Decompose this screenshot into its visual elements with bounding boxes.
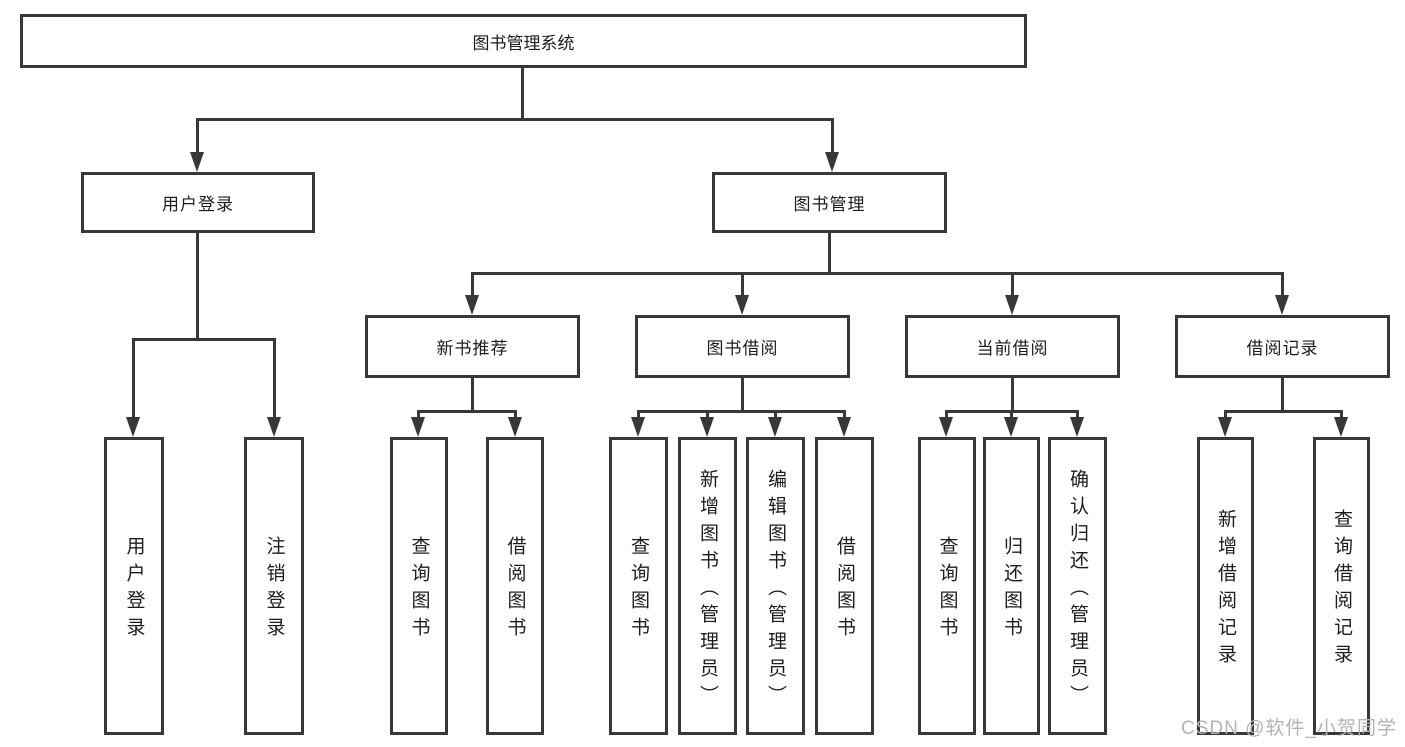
connector-line <box>1281 272 1284 298</box>
node-label: 用户登录 <box>162 195 234 214</box>
connector-line <box>1076 410 1079 422</box>
arrow-down <box>126 417 140 437</box>
node-label: 编辑图书（管理员） <box>765 468 786 712</box>
arrow-down <box>190 152 204 172</box>
arrow-down <box>825 152 839 172</box>
arrow-down <box>1275 295 1289 315</box>
connector-line <box>706 410 709 422</box>
connector-line <box>196 118 199 156</box>
connector-line <box>774 410 777 422</box>
arrow-down <box>1218 417 1232 437</box>
node-label: 归还图书 <box>1001 536 1022 644</box>
node-current-borrow: 当前借阅 <box>905 315 1120 378</box>
leaf-add-books-admin: 新增图书（管理员） <box>678 437 737 735</box>
connector-line <box>831 118 834 156</box>
node-book-borrow: 图书借阅 <box>635 315 850 378</box>
leaf-add-borrow-record: 新增借阅记录 <box>1197 437 1254 735</box>
arrow-down <box>735 295 749 315</box>
arrow-down <box>1334 417 1348 437</box>
arrow-down <box>508 417 522 437</box>
arrow-down <box>1005 295 1019 315</box>
node-label: 新增借阅记录 <box>1215 509 1236 671</box>
node-root-system: 图书管理系统 <box>20 14 1027 68</box>
connector-line <box>741 378 744 413</box>
connector-line <box>132 338 276 341</box>
arrow-down <box>1070 417 1084 437</box>
connector-line <box>521 68 524 121</box>
node-label: 借阅图书 <box>834 536 855 644</box>
connector-line <box>1011 272 1014 298</box>
node-label: 新增图书（管理员） <box>697 468 718 712</box>
arrow-down <box>465 295 479 315</box>
arrow-down <box>631 417 645 437</box>
node-label: 新书推荐 <box>436 339 509 358</box>
arrow-down <box>837 417 851 437</box>
node-label: 用户登录 <box>123 536 145 644</box>
leaf-edit-books-admin: 编辑图书（管理员） <box>746 437 805 735</box>
connector-line <box>196 118 834 121</box>
node-label: 查询图书 <box>408 536 430 644</box>
arrow-down <box>267 417 281 437</box>
node-label: 借阅图书 <box>504 536 526 644</box>
connector-line <box>471 378 474 413</box>
node-label: 查询借阅记录 <box>1331 509 1352 671</box>
connector-line <box>637 410 846 413</box>
arrow-down <box>700 417 714 437</box>
node-label: 图书管理 <box>793 195 866 214</box>
leaf-user-login: 用户登录 <box>104 437 164 735</box>
arrow-down <box>411 417 425 437</box>
node-new-book-recommend: 新书推荐 <box>365 315 580 378</box>
leaf-query-books-3: 查询图书 <box>918 437 976 735</box>
connector-line <box>196 233 199 341</box>
node-label: 借阅记录 <box>1246 339 1319 358</box>
node-borrow-records: 借阅记录 <box>1175 315 1390 378</box>
leaf-query-borrow-record: 查询借阅记录 <box>1313 437 1370 735</box>
node-label: 查询图书 <box>628 536 649 644</box>
connector-line <box>945 410 948 422</box>
arrow-down <box>768 417 782 437</box>
arrow-down <box>1004 417 1018 437</box>
arrow-down <box>939 417 953 437</box>
connector-line <box>1340 410 1343 422</box>
node-label: 注销登录 <box>263 536 285 644</box>
connector-line <box>417 410 517 413</box>
leaf-borrow-books-2: 借阅图书 <box>815 437 874 735</box>
node-user-login: 用户登录 <box>81 172 315 233</box>
connector-line <box>741 272 744 298</box>
connector-line <box>1224 410 1227 422</box>
connector-line <box>471 272 474 298</box>
connector-line <box>828 233 831 275</box>
connector-line <box>1011 378 1014 413</box>
connector-line <box>273 338 276 421</box>
connector-line <box>637 410 640 422</box>
connector-line <box>471 272 1284 275</box>
node-book-management: 图书管理 <box>712 172 947 233</box>
connector-line <box>132 338 135 421</box>
connector-line <box>1010 410 1013 422</box>
node-label: 当前借阅 <box>976 339 1049 358</box>
connector-line <box>417 410 420 422</box>
leaf-borrow-books-1: 借阅图书 <box>486 437 544 735</box>
leaf-logout: 注销登录 <box>244 437 304 735</box>
leaf-return-books: 归还图书 <box>983 437 1040 735</box>
leaf-query-books-1: 查询图书 <box>390 437 448 735</box>
node-label: 图书管理系统 <box>472 33 575 53</box>
connector-line <box>1281 378 1284 413</box>
node-label: 确认归还（管理员） <box>1067 468 1088 712</box>
csdn-watermark: CSDN @软件_小贺同学 <box>1181 718 1397 739</box>
node-label: 查询图书 <box>936 536 958 644</box>
node-label: 图书借阅 <box>706 339 779 358</box>
connector-line <box>1224 410 1341 413</box>
connector-line <box>514 410 517 422</box>
leaf-query-books-2: 查询图书 <box>609 437 668 735</box>
connector-line <box>843 410 846 422</box>
leaf-confirm-return-admin: 确认归还（管理员） <box>1048 437 1107 735</box>
